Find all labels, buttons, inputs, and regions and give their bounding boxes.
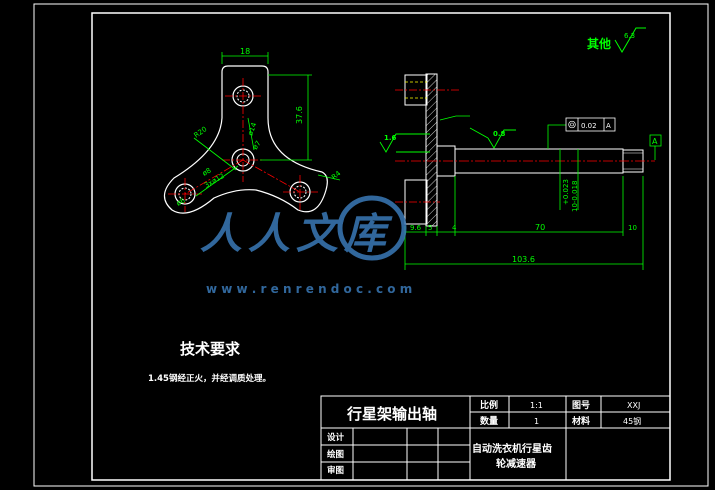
review-label: 审图 [327,465,344,476]
carrier-outline [163,65,328,214]
part-name: 行星架输出轴 [346,405,437,423]
dim-5: 5 [428,224,432,232]
dim-r20: R20 [193,125,209,139]
tech-requirements-title: 技术要求 [180,340,241,358]
dim-103-6: 103.6 [512,255,535,264]
tolerance-datum: A [606,122,611,130]
design-label: 设计 [327,432,345,443]
dim-d14: ø14 [246,121,258,137]
material-value: 45钢 [623,416,641,426]
qty-value: 1 [534,417,539,426]
title-block [320,395,671,481]
datum-label: A [652,137,658,146]
project-name-line2: 轮减速器 [496,457,537,470]
dim-tol-lower: 10-0.018 [571,181,579,212]
dim-d7: ø7 [251,139,263,151]
dim-tol-upper: +0.023 [562,179,570,205]
dim-9-6: 9.6 [410,224,422,232]
watermark-url: w w w . r e n r e n d o c . c o m [206,282,412,296]
side-dimensions [404,149,644,270]
scale-value: 1:1 [530,401,543,410]
other-roughness-label: 其他 [587,36,611,51]
dim-height: 37.6 [295,106,304,124]
watermark: 人人文库 w w w . r e n r e n d o c . c o m [200,195,412,296]
qty-label: 数量 [480,415,498,427]
front-dimensions [193,52,341,197]
other-roughness-symbol: 其他 6.3 [587,27,646,53]
datum-marker: A [649,134,662,160]
dim-10: 10 [628,224,637,232]
side-view: 1.6 0.8 0.02 A A [379,73,662,270]
front-view: 18 37.6 R20 R4 ø14 ø7 ø8 3xø12 ø6 [163,47,343,214]
material-label: 材料 [571,415,590,427]
scale-label: 比例 [480,399,498,411]
dim-d8: ø8 [201,166,213,177]
dim-4: 4 [452,224,457,232]
watermark-logo-icon [337,195,407,261]
drawing-no-label: 图号 [572,400,590,411]
roughness-left [379,133,430,153]
roughness-right [469,127,516,149]
other-roughness-value: 6.3 [624,32,635,40]
tolerance-frame: 0.02 A [547,117,616,149]
dim-70: 70 [535,223,545,232]
watermark-text: 人人文库 [200,209,393,258]
outer-border [33,3,709,487]
draw-label: 绘图 [327,449,344,460]
rough-right-value: 0.8 [493,130,506,138]
dim-r4: R4 [330,169,343,181]
dim-width: 18 [240,47,250,56]
flange-section [425,73,438,227]
project-name-line1: 自动洗衣机行星齿 [472,442,552,455]
dim-d6: ø6 [175,196,187,208]
drawing-no-value: XXJ [627,401,640,410]
front-centerlines [168,78,318,212]
rough-left-value: 1.6 [384,134,397,142]
tech-requirements-item: 1.45钢经正火，并经调质处理。 [148,373,271,384]
tolerance-value: 0.02 [581,122,597,130]
